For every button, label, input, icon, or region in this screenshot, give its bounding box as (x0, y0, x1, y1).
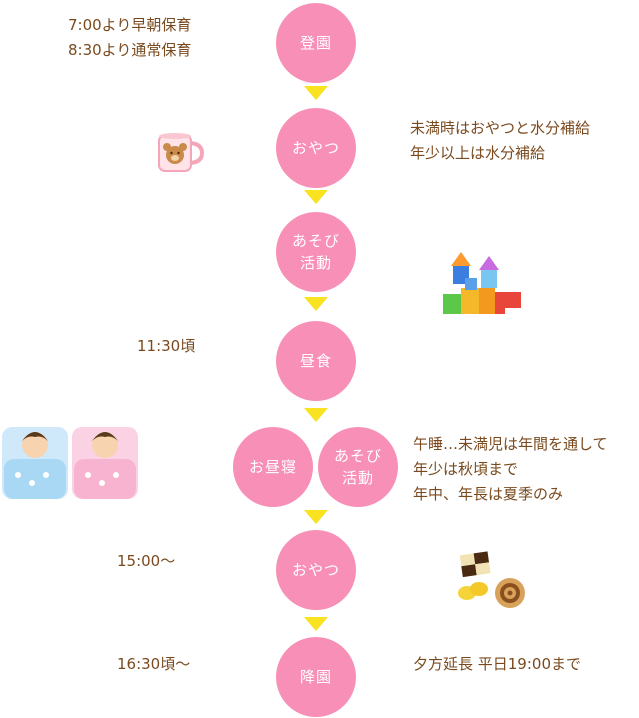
arrow-down-icon (304, 408, 328, 422)
step-play-afternoon-label: あそび 活動 (333, 447, 382, 487)
nap-note: 午睡…未満児は年間を通して 年少は秋頃まで 年中、年長は夏季のみ (413, 432, 608, 507)
arrow-down-icon (304, 297, 328, 311)
step-play-morning-label: あそび 活動 (291, 232, 340, 272)
cookies-icon (458, 551, 525, 608)
step-lunch-label: 昼食 (299, 352, 332, 370)
step-snack-morning-label: おやつ (291, 139, 340, 157)
step-arrival-label: 登園 (299, 34, 332, 52)
step-snack-morning: おやつ (276, 108, 356, 188)
arrow-down-icon (304, 510, 328, 524)
step-play-afternoon: あそび 活動 (318, 427, 398, 507)
arrow-down-icon (304, 86, 328, 100)
snack-afternoon-time: 15:00～ (117, 552, 176, 570)
snack-morning-note-line: 年少以上は水分補給 (410, 144, 546, 162)
step-departure: 降園 (276, 637, 356, 717)
nap-note-line: 年少は秋頃まで (413, 460, 519, 478)
nap-note-line: 年中、年長は夏季のみ (413, 485, 564, 503)
arrow-down-icon (304, 617, 328, 631)
step-play-morning: あそび 活動 (276, 212, 356, 292)
nap-note-line: 午睡…未満児は年間を通して (413, 435, 608, 453)
lunch-time: 11:30頃 (137, 337, 196, 355)
sleeping-children-icon (2, 427, 138, 499)
bear-cup-icon (158, 133, 205, 172)
step-nap-label: お昼寝 (248, 458, 297, 476)
snack-morning-note: 未満時はおやつと水分補給 年少以上は水分補給 (410, 116, 590, 166)
departure-time: 16:30頃～ (117, 655, 191, 673)
arrival-note-line: 7:00より早朝保育 (68, 16, 192, 34)
snack-morning-note-line: 未満時はおやつと水分補給 (410, 119, 591, 137)
step-snack-afternoon-label: おやつ (291, 561, 340, 579)
step-arrival: 登園 (276, 3, 356, 83)
step-departure-label: 降園 (299, 668, 332, 686)
arrival-note: 7:00より早朝保育 8:30より通常保育 (68, 13, 191, 63)
step-nap: お昼寝 (233, 427, 313, 507)
extended-care-note: 夕方延長 平日19:00まで (413, 655, 581, 673)
step-snack-afternoon: おやつ (276, 530, 356, 610)
toy-blocks-icon (443, 252, 521, 314)
arrow-down-icon (304, 190, 328, 204)
step-lunch: 昼食 (276, 321, 356, 401)
arrival-note-line: 8:30より通常保育 (68, 41, 192, 59)
